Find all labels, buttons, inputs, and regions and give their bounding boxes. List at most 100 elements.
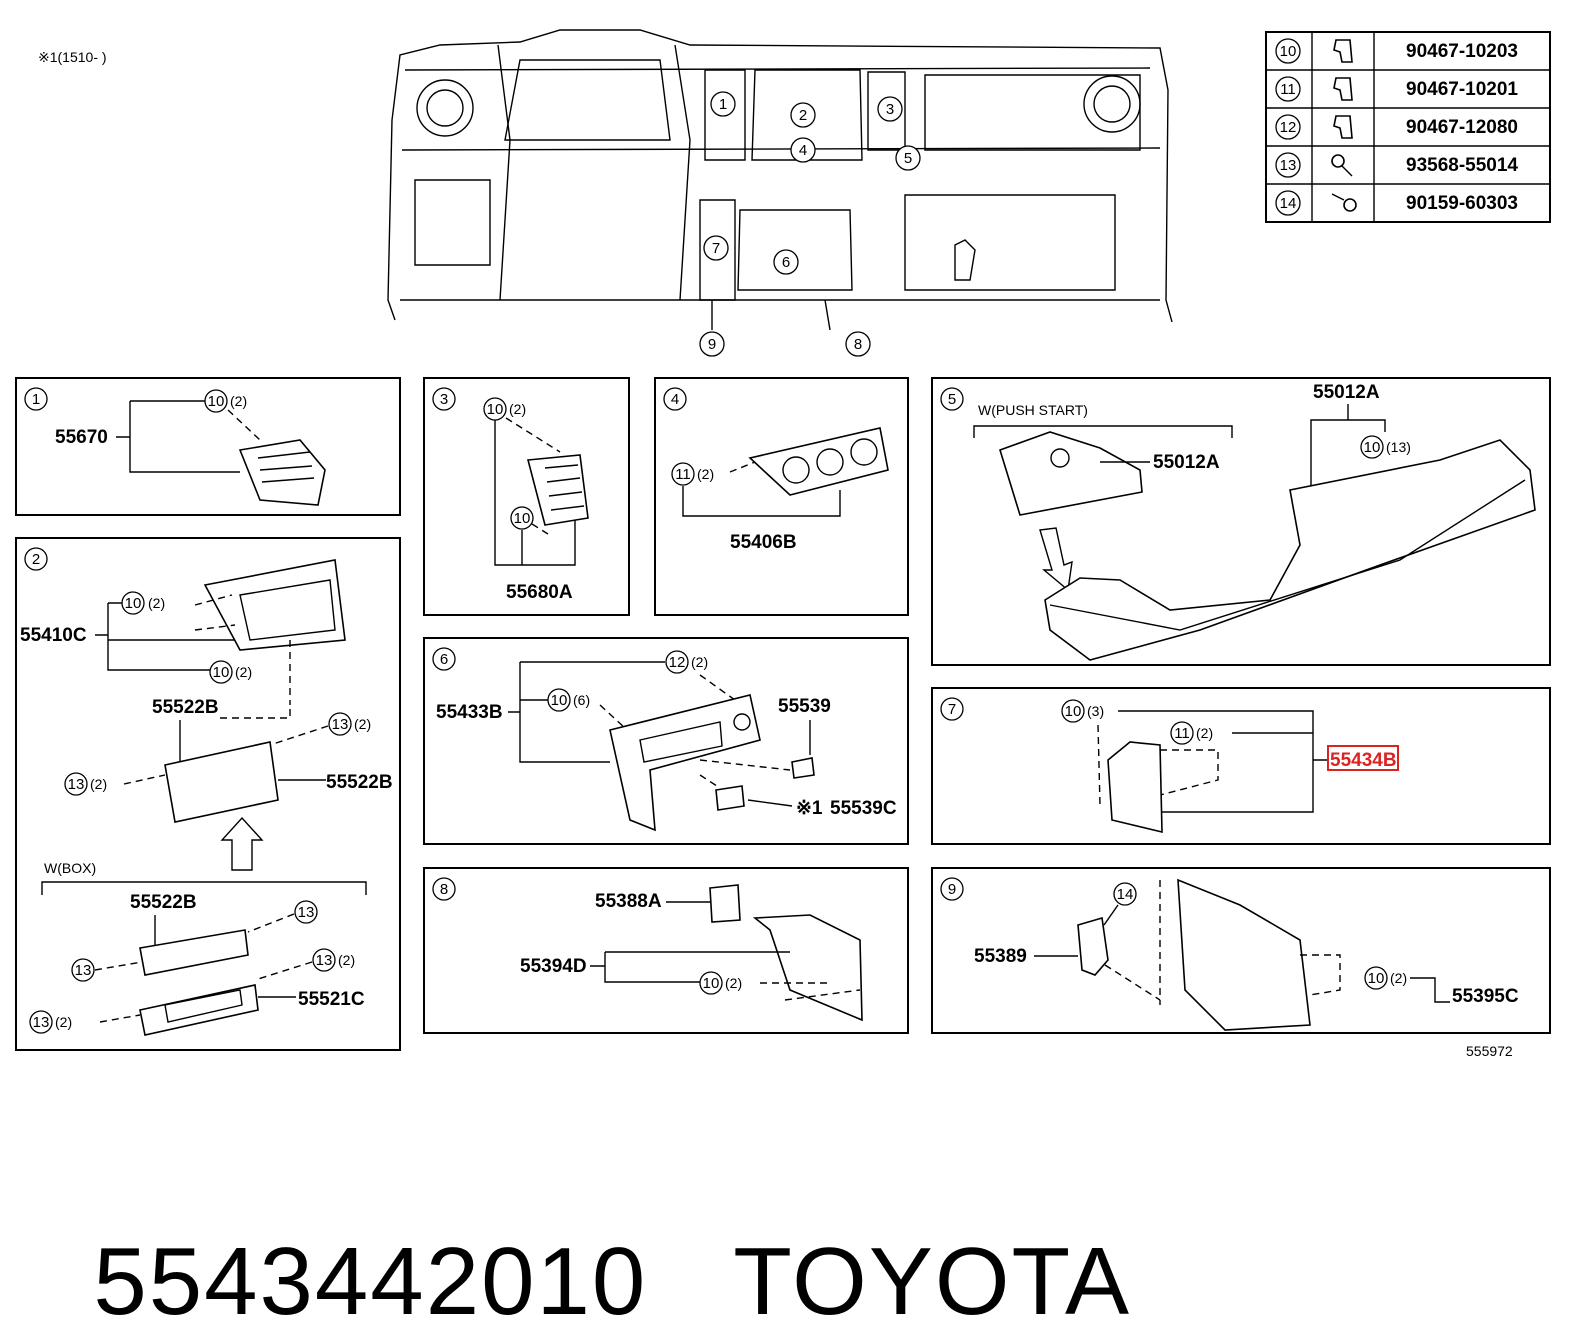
panel-1[interactable]: 1 55670 10 (2): [15, 377, 401, 516]
svg-text:10: 10: [487, 401, 504, 418]
svg-text:10: 10: [1368, 970, 1385, 987]
svg-text:93568-55014: 93568-55014: [1406, 155, 1518, 176]
svg-text:3: 3: [440, 391, 448, 408]
svg-text:13: 13: [68, 776, 85, 793]
svg-text:3: 3: [886, 101, 894, 118]
panel-4[interactable]: 4 11 (2) 55406B: [654, 377, 909, 616]
callout-6[interactable]: 6: [773, 249, 799, 275]
svg-text:11: 11: [1280, 81, 1296, 98]
svg-text:2: 2: [799, 107, 807, 124]
svg-text:90159-60303: 90159-60303: [1406, 193, 1518, 214]
table-row: 13 93568-55014: [1275, 152, 1518, 178]
clip-icon: [1333, 77, 1353, 101]
brand-name: TOYOTA: [733, 1228, 1132, 1335]
panel-2[interactable]: 2 55410C 10 (2) 10 (2) 55522B 13 (2) 13 …: [15, 537, 401, 1051]
svg-text:12: 12: [1280, 119, 1297, 136]
callout-5[interactable]: 5: [895, 145, 921, 171]
svg-text:(6): (6): [573, 692, 590, 708]
part-label: 55394D: [520, 956, 587, 977]
svg-text:4: 4: [799, 142, 807, 159]
panel-5[interactable]: 5 W(PUSH START) 55012A 10 (13) 55012A: [931, 377, 1551, 666]
dashboard-overview-drawing: [387, 29, 1173, 331]
svg-text:14: 14: [1280, 195, 1297, 212]
svg-text:10: 10: [208, 393, 225, 410]
svg-text:90467-10203: 90467-10203: [1406, 41, 1518, 62]
part-label-highlighted: 55434B: [1330, 750, 1397, 771]
svg-text:13: 13: [332, 716, 349, 733]
svg-text:(2): (2): [1196, 725, 1213, 741]
part-note: ※1: [796, 798, 823, 819]
svg-text:6: 6: [440, 651, 448, 668]
part-label: 55388A: [595, 891, 662, 912]
callout-9[interactable]: 9: [699, 331, 725, 357]
part-label: 55522B: [130, 892, 197, 913]
clip-icon: [1333, 115, 1353, 139]
svg-text:12: 12: [669, 654, 686, 671]
svg-text:(2): (2): [1390, 970, 1407, 986]
clip-icon: [1333, 39, 1353, 63]
svg-text:(2): (2): [90, 776, 107, 792]
svg-text:8: 8: [440, 881, 448, 898]
part-label: 55670: [55, 427, 108, 448]
svg-text:10: 10: [125, 595, 142, 612]
panel-7[interactable]: 7 10 (3) 11 (2) 55434B: [931, 687, 1551, 845]
svg-text:(2): (2): [148, 595, 165, 611]
callout-3[interactable]: 3: [877, 96, 903, 122]
svg-text:(2): (2): [354, 716, 371, 732]
callout-1[interactable]: 1: [710, 91, 736, 117]
table-row: 10 90467-10203: [1275, 38, 1518, 64]
svg-text:10: 10: [1280, 43, 1297, 60]
callout-4[interactable]: 4: [790, 137, 816, 163]
screw-icon: [1331, 193, 1357, 212]
svg-text:(2): (2): [697, 466, 714, 482]
panel-8[interactable]: 8 55388A 55394D 10 (2): [423, 867, 909, 1034]
svg-text:10: 10: [1065, 703, 1082, 720]
arrow-up-icon: [220, 816, 264, 871]
svg-text:(2): (2): [230, 393, 247, 409]
part-label: 55395C: [1452, 986, 1519, 1007]
svg-text:W(BOX): W(BOX): [44, 860, 96, 876]
part-label: 55012A: [1153, 452, 1220, 473]
svg-text:5: 5: [948, 391, 956, 408]
callout-2[interactable]: 2: [790, 102, 816, 128]
svg-text:W(PUSH START): W(PUSH START): [978, 402, 1088, 418]
table-row: 12 90467-12080: [1275, 114, 1518, 140]
part-label: 55680A: [506, 582, 573, 603]
svg-text:9: 9: [948, 881, 956, 898]
part-label: 55521C: [298, 989, 365, 1010]
panel-3[interactable]: 3 10 (2) 10 55680A: [423, 377, 630, 616]
panel-9[interactable]: 9 14 55389 10 (2) 55395C: [931, 867, 1551, 1034]
callout-8[interactable]: 8: [845, 331, 871, 357]
part-number: 5543442010: [93, 1228, 648, 1335]
svg-text:5: 5: [904, 150, 912, 167]
svg-text:10: 10: [551, 692, 568, 709]
svg-text:(13): (13): [1386, 439, 1411, 455]
table-row: 14 90159-60303: [1275, 190, 1518, 216]
svg-text:13: 13: [298, 904, 315, 921]
table-row: 11 90467-10201: [1275, 76, 1518, 102]
top-note: ※1(1510- ): [38, 49, 107, 65]
panel-6[interactable]: 6 55433B 12 (2) 10 (6) 55539 ※1 55539C: [423, 637, 909, 845]
arrow-down-icon: [1039, 527, 1073, 592]
screw-icon: [1331, 154, 1353, 177]
svg-text:8: 8: [854, 336, 862, 353]
overview-callouts: 1 2 3 4 5 6 7 8 9: [699, 91, 921, 357]
fastener-table: 10 90467-10203 11 90467-10201 12 90467-1…: [1265, 31, 1551, 223]
svg-text:1: 1: [32, 391, 40, 408]
highlight-box: [1327, 745, 1399, 771]
svg-text:13: 13: [33, 1014, 50, 1031]
part-label: 55539C: [830, 798, 897, 819]
callout-7[interactable]: 7: [703, 235, 729, 261]
svg-text:90467-10201: 90467-10201: [1406, 79, 1518, 100]
part-label: 55012A: [1313, 382, 1380, 403]
svg-text:10: 10: [703, 975, 720, 992]
svg-text:10: 10: [213, 664, 230, 681]
part-label: 55389: [974, 946, 1027, 967]
svg-text:11: 11: [1174, 725, 1190, 742]
svg-text:13: 13: [1280, 157, 1297, 174]
part-label: 55410C: [20, 625, 87, 646]
svg-text:(2): (2): [509, 401, 526, 417]
svg-text:1: 1: [719, 96, 727, 113]
